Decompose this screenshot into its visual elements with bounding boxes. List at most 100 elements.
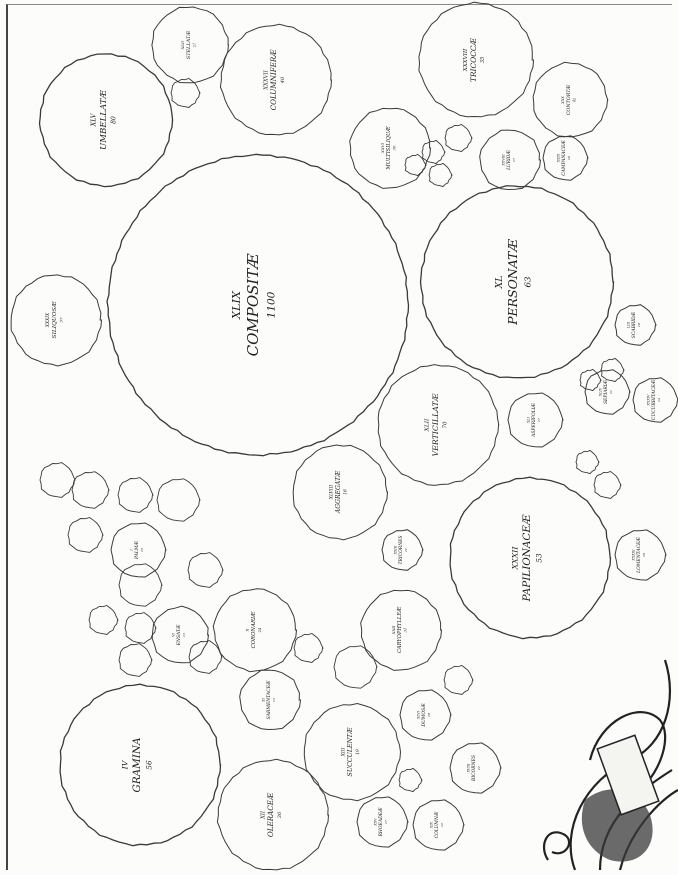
- circle-count: 30: [393, 145, 397, 150]
- circle-family-name: CORONARIÆ: [251, 611, 257, 648]
- small-circle: [399, 768, 422, 791]
- circle-count: 36: [277, 811, 283, 818]
- circle-family-name: CARYOPHYLLEÆ: [397, 606, 403, 653]
- circle-family-name: COLUMNIFERÆ: [269, 49, 278, 111]
- circle-family-name: TRICOCCÆ: [469, 37, 478, 82]
- circle-number: XLVI: [417, 710, 421, 720]
- circle-count: 70: [443, 421, 449, 428]
- circle-number: XXXII: [511, 546, 520, 571]
- circle-number: XXVI: [380, 143, 385, 154]
- circle-rhoeadeae: XXVRHOEADEÆ17: [357, 797, 408, 847]
- circle-count: 21: [192, 43, 196, 48]
- circle-count: 18: [642, 553, 646, 557]
- circle-bicornes: XVIIIBICORNES11: [450, 743, 501, 793]
- small-circle: [89, 606, 118, 635]
- circle-family-name: OLERACEÆ: [266, 792, 275, 837]
- circle-count: 12: [440, 823, 444, 827]
- circle-count: 31: [404, 628, 408, 633]
- circle-tricoccae: XXXVIIITRICOCCÆ35: [419, 2, 534, 117]
- circle-count: 35: [480, 57, 486, 64]
- circle-number: XLI: [527, 416, 531, 424]
- circle-count: 17: [512, 158, 516, 162]
- small-circle: [125, 613, 156, 644]
- circle-scabridae: LIIISCABRIDÆ18: [615, 305, 656, 346]
- circle-count: 11: [404, 548, 408, 552]
- circle-number: XXXIII: [632, 549, 636, 562]
- circle-family-name: VERTICILLATÆ: [431, 393, 440, 456]
- circle-number: XLVI: [181, 40, 185, 50]
- circle-number: XL: [494, 276, 505, 290]
- circle-count: 40: [280, 76, 286, 84]
- small-circle: [188, 553, 223, 588]
- circle-number: XXXIX: [46, 312, 51, 328]
- circle-count: 80: [110, 116, 117, 124]
- circle-count: 16: [567, 156, 571, 160]
- small-circle: [445, 125, 472, 152]
- circle-number: X: [245, 628, 250, 632]
- small-circle: [594, 472, 621, 499]
- small-circle: [294, 634, 323, 663]
- circle-count: 17: [537, 418, 541, 422]
- circle-number: XLVIII: [329, 485, 335, 501]
- small-circle: [157, 479, 200, 521]
- circle-family-name: PERSONATÆ: [505, 239, 520, 326]
- circle-count: 24: [258, 627, 262, 633]
- circle-count: 11: [477, 766, 481, 770]
- circle-number: XLII: [425, 418, 431, 432]
- circle-number: XI: [262, 697, 266, 702]
- circle-dumosae: XLVIDUMOSÆ18: [400, 690, 451, 740]
- circle-number: XLIX: [230, 290, 243, 320]
- circle-count: 42: [572, 98, 576, 103]
- circle-count: 1100: [266, 291, 278, 318]
- circle-family-name: STELLATÆ: [186, 31, 192, 59]
- circle-count: 13: [182, 633, 186, 637]
- circle-count: 19: [356, 749, 361, 755]
- circle-family-name: SILIQUOSÆ: [52, 301, 58, 338]
- circle-number: XXII: [391, 625, 396, 635]
- small-circle: [429, 163, 452, 186]
- circle-aggregatae: XLVIIIAGGREGATÆ16: [293, 445, 387, 540]
- circle-count: 11: [609, 390, 613, 394]
- circle-number: XXVIII: [502, 154, 506, 167]
- circle-number: LIII: [627, 321, 631, 329]
- circle-number: XXXIV: [647, 394, 651, 407]
- circle-count: 56: [144, 760, 153, 770]
- small-circle: [118, 478, 153, 513]
- circle-family-name: COMPOSITÆ: [244, 253, 262, 357]
- small-circle: [422, 140, 445, 163]
- circle-family-name: GRAMINA: [131, 738, 143, 793]
- circle-columniferae: XXXVIICOLUMNIFERÆ40: [220, 24, 331, 135]
- small-circle: [68, 518, 103, 553]
- circle-number: I: [130, 549, 134, 552]
- circle-count: 18: [427, 713, 431, 717]
- circle-count: 14: [657, 398, 661, 402]
- circle-family-name: UMBELLATÆ: [99, 90, 109, 150]
- small-circle: [334, 646, 377, 688]
- small-circle: [40, 463, 75, 498]
- circle-number: XXIII: [394, 545, 398, 555]
- circle-number: XXIX: [557, 153, 561, 163]
- circle-number: VI: [172, 632, 176, 636]
- circle-count: 16: [344, 489, 349, 495]
- circle-count: 15: [140, 548, 144, 552]
- small-circle: [444, 666, 473, 695]
- circle-number: XIII: [341, 747, 347, 757]
- circle-count: 63: [524, 276, 534, 288]
- circle-family-name: PAPILIONACEÆ: [521, 514, 533, 602]
- circle-count: 13: [272, 698, 276, 702]
- circle-siliquosae: XXXIXSILIQUOSÆ37: [11, 275, 101, 366]
